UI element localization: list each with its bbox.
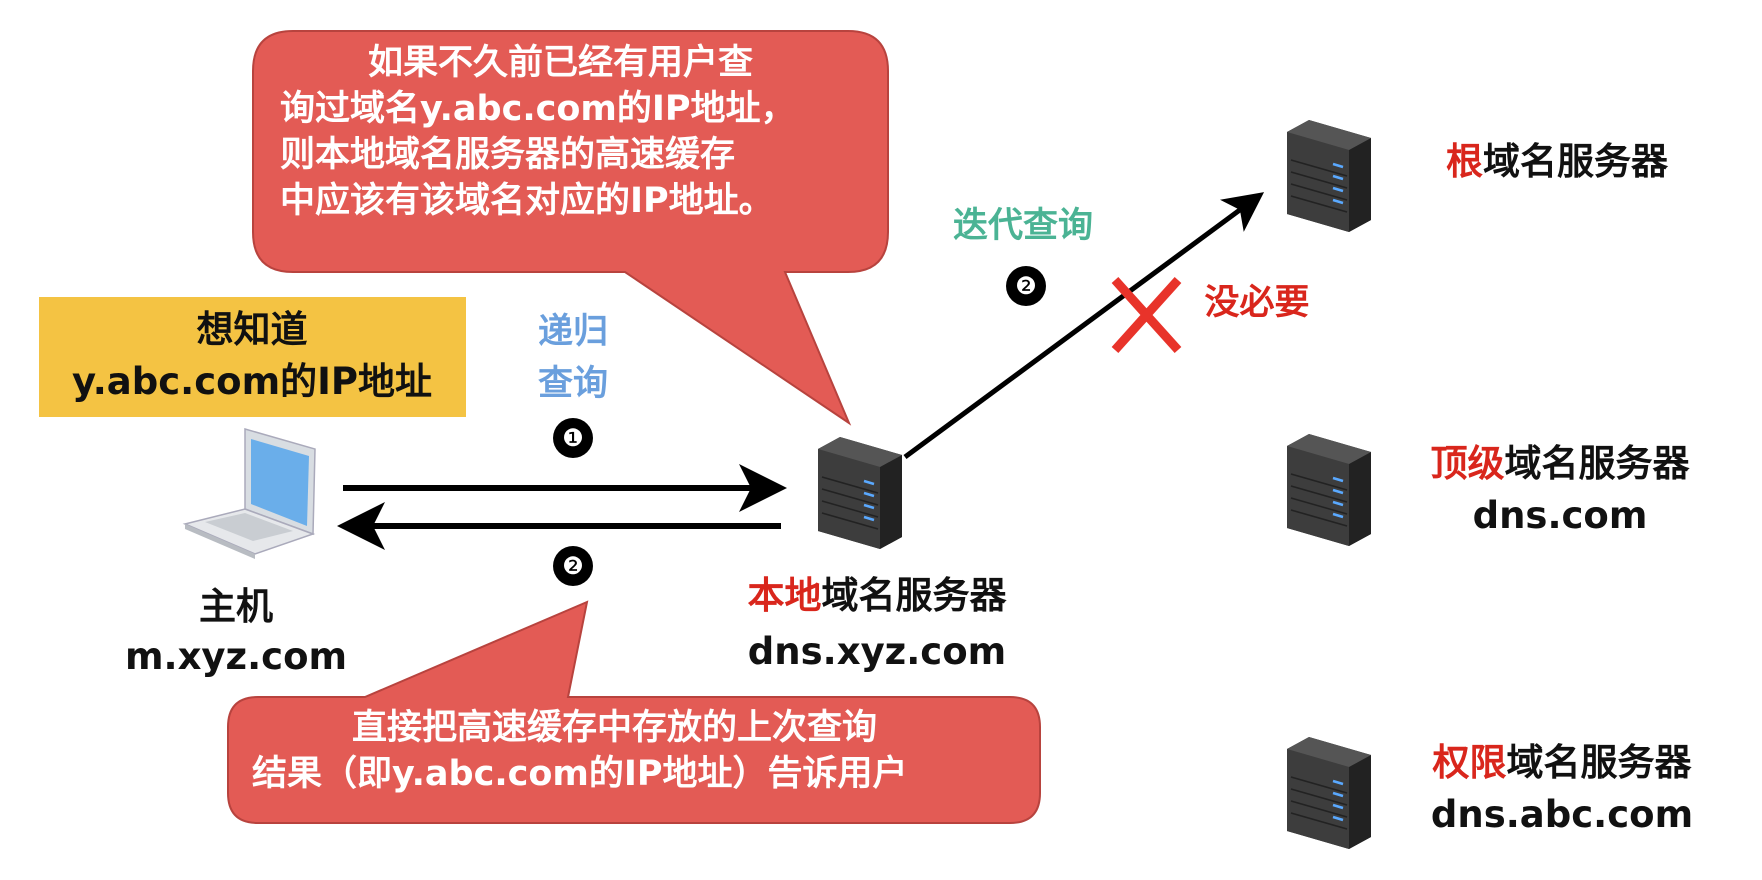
goal-line-2: y.abc.com的IP地址 <box>71 360 433 403</box>
unnecessary-label: 没必要 <box>1204 283 1310 323</box>
step-2-reply-badge: ❷ <box>553 546 593 586</box>
iterative-arrow <box>903 192 1265 460</box>
host-name: 主机 <box>199 585 273 628</box>
bottom-callout-shape <box>227 600 1041 824</box>
tld-server-highlight: 顶级 <box>1430 442 1505 485</box>
callout-line: 中应该有该域名对应的IP地址。 <box>280 181 774 221</box>
root-server-label: 根域名服务器 <box>1446 140 1668 184</box>
tld-server-domain: dns.com <box>1472 494 1648 537</box>
recursive-line-2: 查询 <box>537 364 609 404</box>
goal-line-1: 想知道 <box>196 308 308 351</box>
callout-line: 如果不久前已经有用户查 <box>368 43 754 83</box>
top-callout-text: 如果不久前已经有用户查 询过域名y.abc.com的IP地址， 则本地域名服务器… <box>280 40 796 224</box>
iterative-query-label: 迭代查询 <box>952 206 1094 246</box>
bottom-callout-text: 直接把高速缓存中存放的上次查询 结果（即y.abc.com的IP地址）告诉用户 <box>252 705 908 797</box>
tld-server-label: 顶级域名服务器 dns.com <box>1431 438 1690 542</box>
host-domain: m.xyz.com <box>124 635 348 678</box>
local-server-icon <box>816 435 904 551</box>
recursive-query-label: 递归 查询 <box>538 306 608 410</box>
callout-line: 结果（即y.abc.com的IP地址）告诉用户 <box>252 754 908 794</box>
auth-server-highlight: 权限 <box>1432 741 1507 784</box>
laptop-icon <box>182 428 316 559</box>
goal-text: 想知道 y.abc.com的IP地址 <box>72 304 432 408</box>
recursive-line-1: 递归 <box>537 312 609 352</box>
tld-server-name: 域名服务器 <box>1504 442 1690 485</box>
root-server-name: 域名服务器 <box>1483 140 1668 183</box>
step-2-iterative-badge: ❷ <box>1006 266 1046 306</box>
local-server-label: 本地域名服务器 dns.xyz.com <box>748 568 1007 680</box>
root-server-icon <box>1285 118 1373 234</box>
local-server-highlight: 本地 <box>747 574 822 617</box>
callout-line: 询过域名y.abc.com的IP地址， <box>280 89 796 129</box>
auth-server-label: 权限域名服务器 dns.abc.com <box>1431 737 1693 841</box>
step-1-badge: ❶ <box>553 418 593 458</box>
tld-server-icon <box>1285 432 1373 548</box>
auth-server-domain: dns.abc.com <box>1430 793 1694 836</box>
cross-icon <box>1111 276 1182 354</box>
callout-line: 直接把高速缓存中存放的上次查询 <box>352 708 878 748</box>
callout-line: 则本地域名服务器的高速缓存 <box>280 135 736 175</box>
local-server-domain: dns.xyz.com <box>747 630 1007 673</box>
host-label: 主机 m.xyz.com <box>125 582 347 682</box>
goal-box <box>39 297 466 417</box>
auth-server-icon <box>1285 735 1373 851</box>
top-callout-shape <box>252 30 889 426</box>
local-server-name: 域名服务器 <box>821 574 1007 617</box>
auth-server-name: 域名服务器 <box>1506 741 1692 784</box>
root-server-highlight: 根 <box>1446 140 1483 183</box>
